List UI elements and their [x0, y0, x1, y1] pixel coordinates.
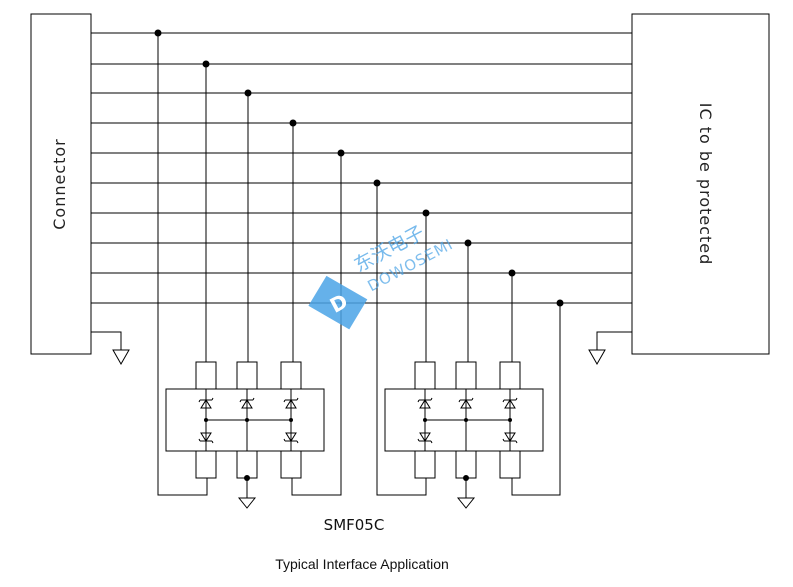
connector-ground — [91, 331, 130, 366]
junction-dot — [337, 149, 345, 157]
connector-block: Connector — [30, 13, 92, 355]
part-number-label: SMF05C — [324, 516, 385, 534]
ic-block: IC to be protected — [631, 13, 770, 355]
junction-dot — [244, 89, 252, 97]
junction-dots — [154, 29, 564, 307]
tvs-device-1 — [166, 362, 324, 478]
ic-ground — [588, 331, 632, 366]
junction-dot — [154, 29, 162, 37]
ground-symbol — [457, 489, 475, 509]
junction-dot — [508, 269, 516, 277]
watermark: D 东沃电子 DOWOSEMI — [308, 222, 456, 330]
connector-label: Connector — [50, 138, 69, 230]
ground-symbol — [238, 489, 256, 509]
junction-dot — [373, 179, 381, 187]
watermark-logo-icon: D — [308, 275, 368, 330]
diagram-caption: Typical Interface Application — [275, 556, 449, 572]
junction-dot — [556, 299, 564, 307]
ic-label: IC to be protected — [696, 103, 715, 266]
junction-dot — [289, 119, 297, 127]
tvs-device-2 — [385, 362, 543, 478]
ground-dots — [244, 475, 469, 481]
junction-dot — [202, 60, 210, 68]
ground-wires — [246, 478, 467, 490]
junction-dot — [464, 239, 472, 247]
junction-dot — [422, 209, 430, 217]
